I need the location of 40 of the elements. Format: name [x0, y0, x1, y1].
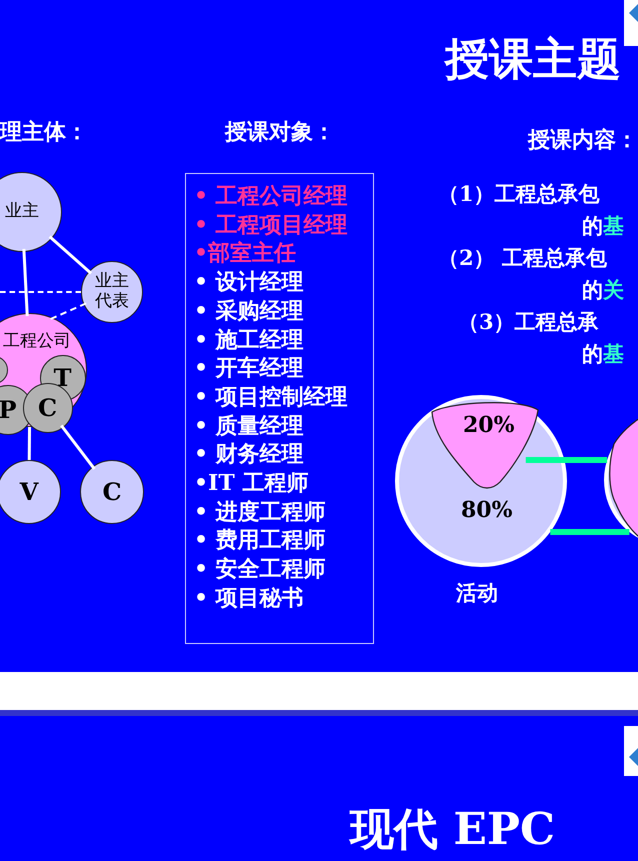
highlight-text: 基 — [603, 340, 624, 368]
connector-line — [60, 424, 96, 470]
slide-title: 授课主题 — [445, 33, 621, 87]
list-item: • 开车经理 — [194, 354, 305, 383]
highlight-text: 关 — [603, 276, 624, 304]
list-item: • 安全工程师 — [194, 555, 327, 584]
list-box — [185, 173, 374, 644]
dashed-line — [50, 302, 87, 320]
list-item: • 设计经理 — [194, 268, 305, 297]
section-heading: 授课内容： — [528, 126, 638, 155]
list-item: • 项目控制经理 — [194, 382, 349, 412]
percent-label: 80% — [461, 497, 513, 523]
highlight-text: 基 — [603, 212, 624, 240]
list-item: • 采购经理 — [194, 296, 305, 326]
content-line: （1）工程总承包 — [438, 180, 600, 208]
list-item: • 费用工程师 — [194, 526, 327, 556]
slide-title: 现代 EPC — [350, 803, 555, 857]
list-item: • 工程公司经理 — [194, 182, 349, 211]
list-item: •部室主任 — [194, 239, 298, 268]
dashed-line — [0, 291, 81, 293]
connector-line — [28, 426, 32, 460]
list-item: •IT 工程师 — [194, 469, 310, 498]
content-line: 的 — [582, 276, 603, 304]
list-item: • 财务经理 — [194, 440, 305, 470]
percent-label: 20% — [463, 412, 515, 438]
section-heading: 授课对象： — [225, 118, 335, 147]
list-item: • 质量经理 — [194, 412, 305, 440]
list-item: • 工程项目经理 — [194, 210, 349, 240]
pie-caption: 活动 — [456, 580, 498, 607]
connector-line — [550, 529, 630, 535]
connector-line — [22, 248, 29, 316]
connector-line — [526, 457, 608, 463]
list-item: • 项目秘书 — [194, 584, 305, 613]
content-line: （3）工程总承 — [458, 308, 599, 336]
content-line: 的 — [582, 212, 603, 240]
list-item: • 进度工程师 — [194, 498, 327, 526]
list-item: • 施工经理 — [194, 326, 305, 354]
content-line: （2） 工程总承包 — [438, 244, 607, 272]
content-line: 的 — [582, 340, 603, 368]
connector-line — [48, 235, 92, 275]
